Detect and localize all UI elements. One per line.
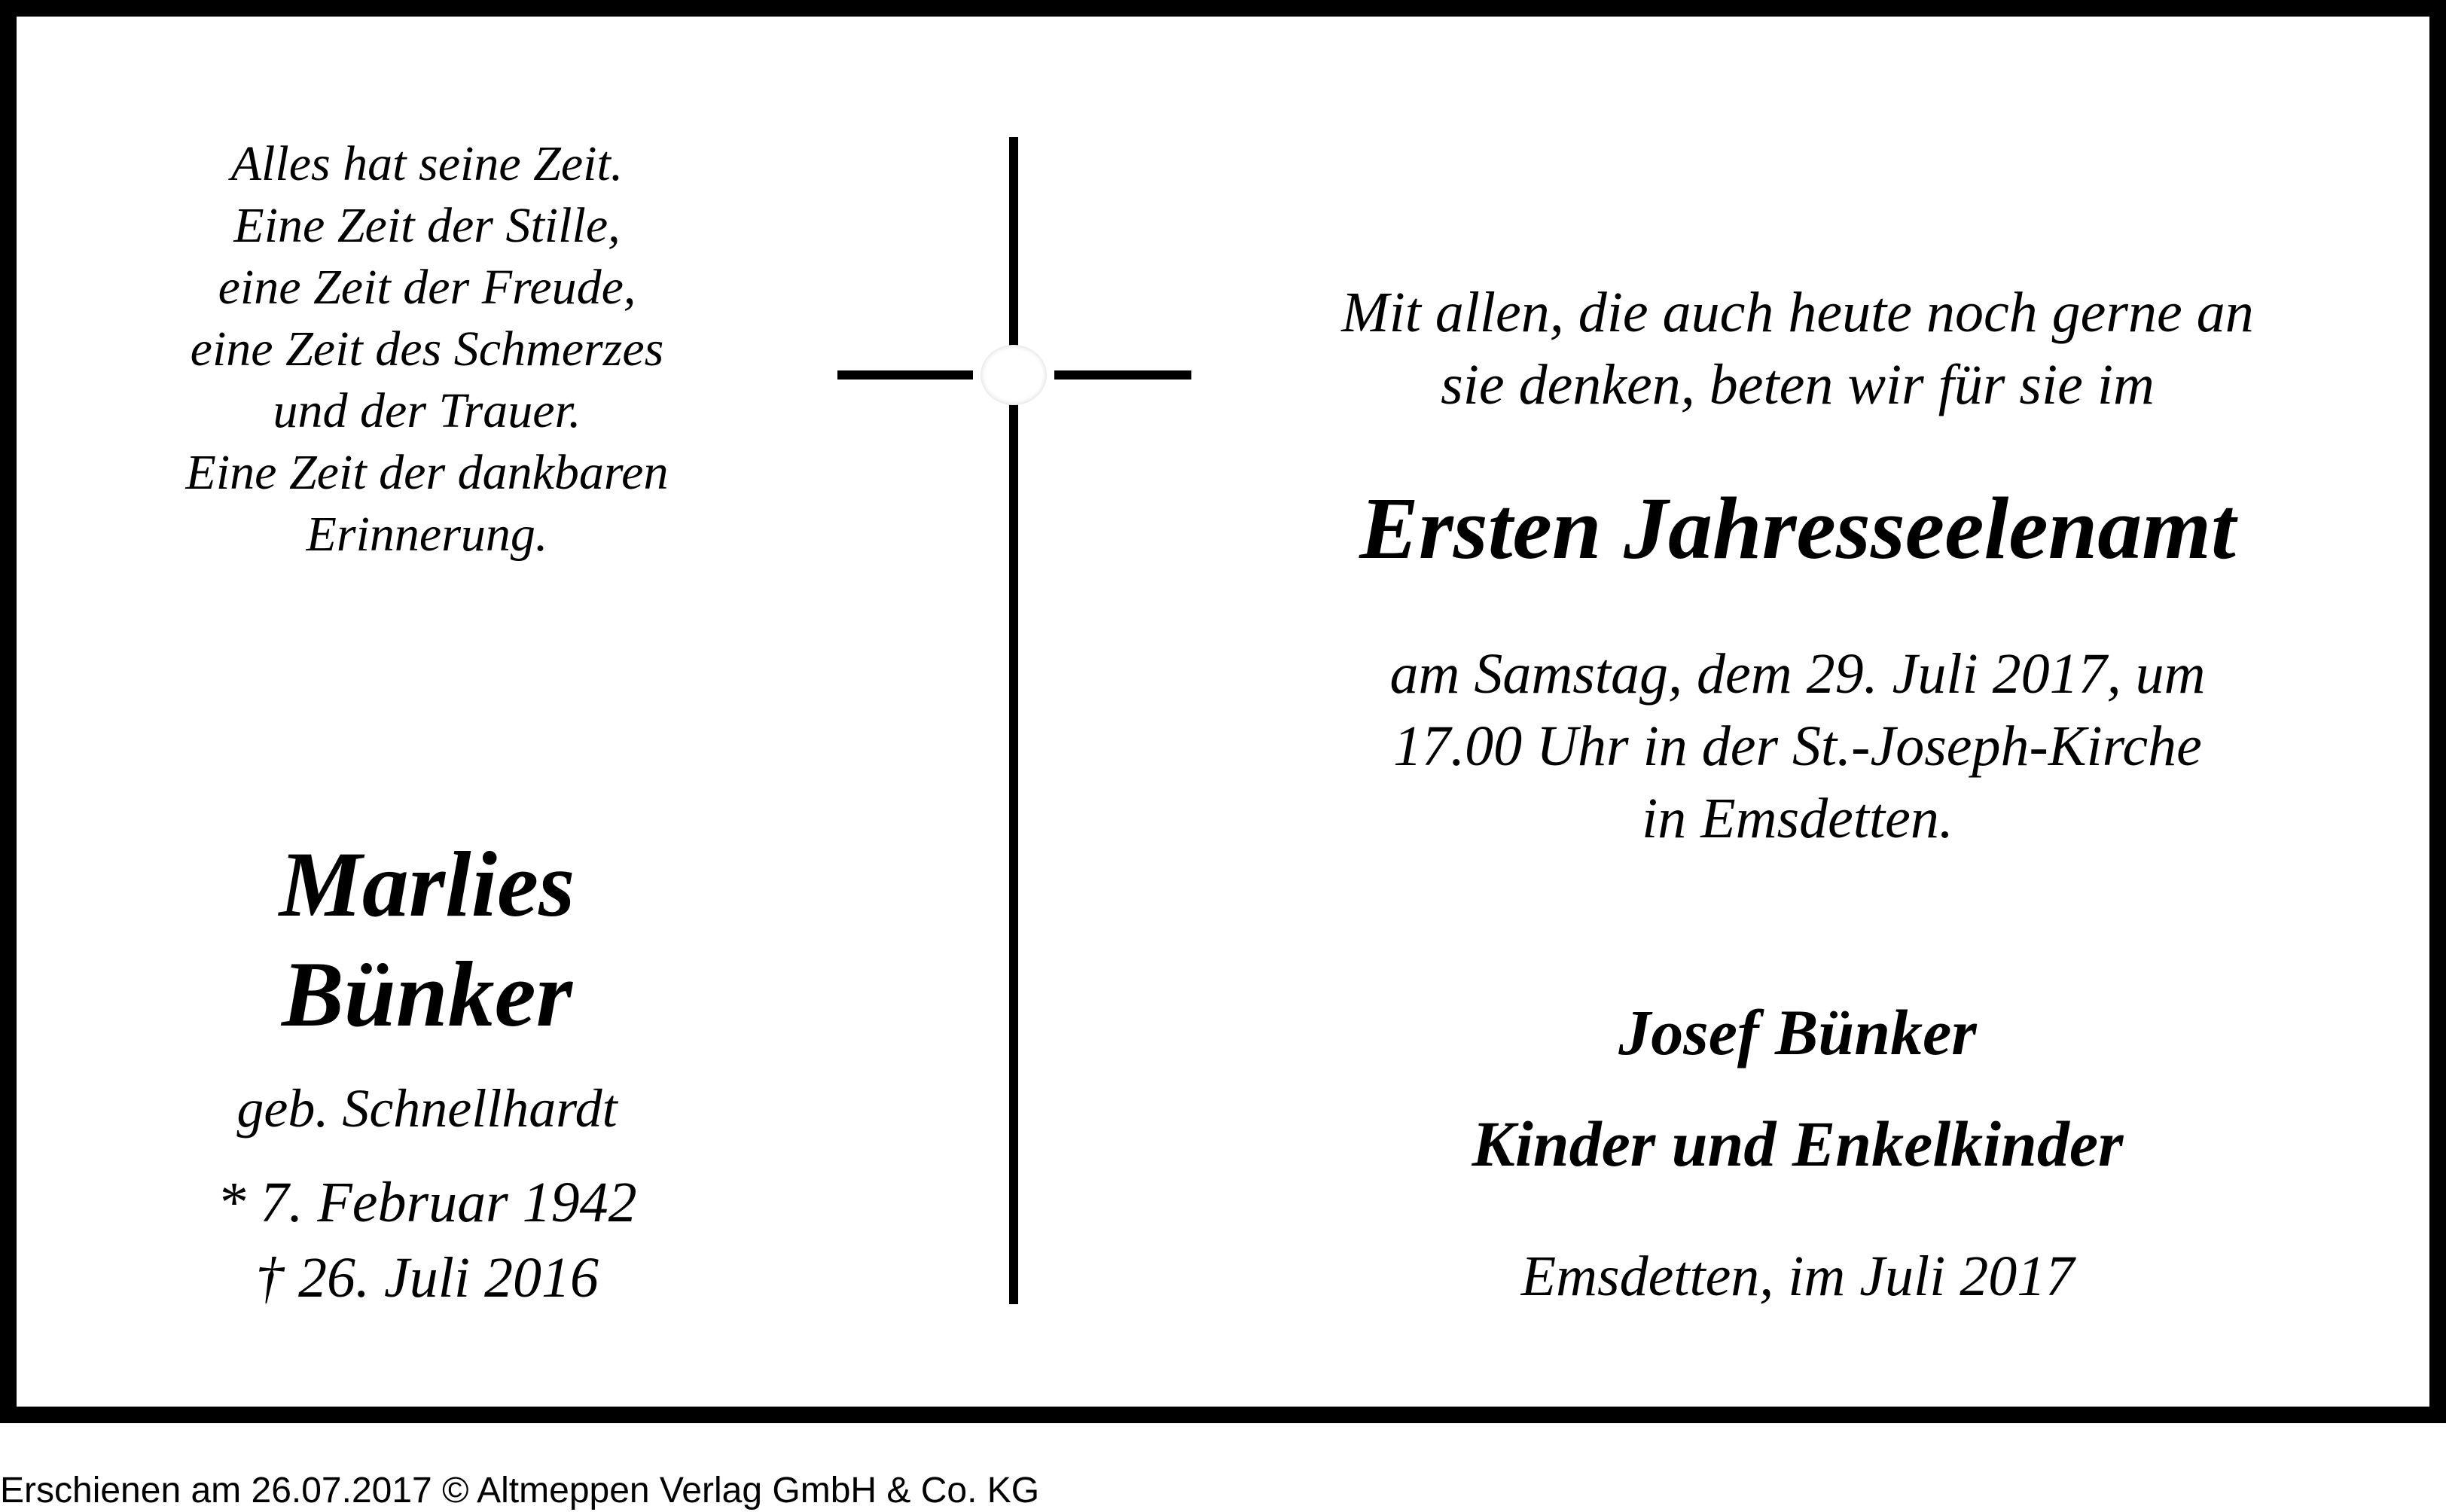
poem-line: Alles hat seine Zeit.	[230, 136, 624, 191]
life-dates: * 7. Februar 1942 † 26. Juli 2016	[84, 1165, 770, 1315]
death-date: † 26. Juli 2016	[255, 1246, 599, 1309]
cross-left-arm	[837, 370, 973, 380]
intro-line: Mit allen, die auch heute noch gerne an	[1341, 281, 2254, 344]
publication-footer: Erschienen am 26.07.2017 © Altmeppen Ver…	[0, 1471, 1040, 1510]
cross-center-glow	[981, 345, 1047, 405]
headline: Ersten Jahresseelenamt	[1359, 479, 2236, 578]
poem-line: und der Trauer.	[273, 383, 581, 438]
birth-date: * 7. Februar 1942	[217, 1171, 637, 1234]
poem-line: Erinnerung.	[306, 507, 548, 562]
intro-line: sie denken, beten wir für sie im	[1441, 353, 2155, 416]
mourner-line: Josef Bünker	[1618, 996, 1977, 1068]
service-line: 17.00 Uhr in der St.-Joseph-Kirche	[1393, 715, 2202, 778]
poem-line: eine Zeit des Schmerzes	[190, 322, 664, 376]
deceased-name: Marlies Bünker	[84, 830, 770, 1050]
place-date: Emsdetten, im Juli 2017	[1520, 1245, 2075, 1308]
deceased-last-name: Bünker	[282, 943, 572, 1046]
cross-icon	[837, 137, 1191, 1304]
deceased-first-name: Marlies	[279, 833, 575, 936]
poem-line: Eine Zeit der Stille,	[233, 198, 621, 253]
mourner-line: Kinder und Enkelkinder	[1472, 1108, 2124, 1180]
poem-line: eine Zeit der Freude,	[218, 260, 636, 315]
poem: Alles hat seine Zeit. Eine Zeit der Stil…	[84, 133, 770, 565]
service-line: in Emsdetten.	[1642, 787, 1953, 850]
poem-line: Eine Zeit der dankbaren	[185, 445, 669, 500]
cross-vertical-beam	[1009, 137, 1018, 1304]
service-details: am Samstag, dem 29. Juli 2017, um 17.00 …	[1237, 638, 2359, 855]
service-line: am Samstag, dem 29. Juli 2017, um	[1389, 642, 2206, 706]
intro-text: Mit allen, die auch heute noch gerne an …	[1237, 276, 2359, 421]
mourners: Josef Bünker Kinder und Enkelkinder	[1237, 977, 2359, 1200]
obituary-card: Alles hat seine Zeit. Eine Zeit der Stil…	[0, 0, 2446, 1423]
cross-right-arm	[1054, 370, 1191, 380]
maiden-name: geb. Schnellhardt	[236, 1078, 618, 1139]
